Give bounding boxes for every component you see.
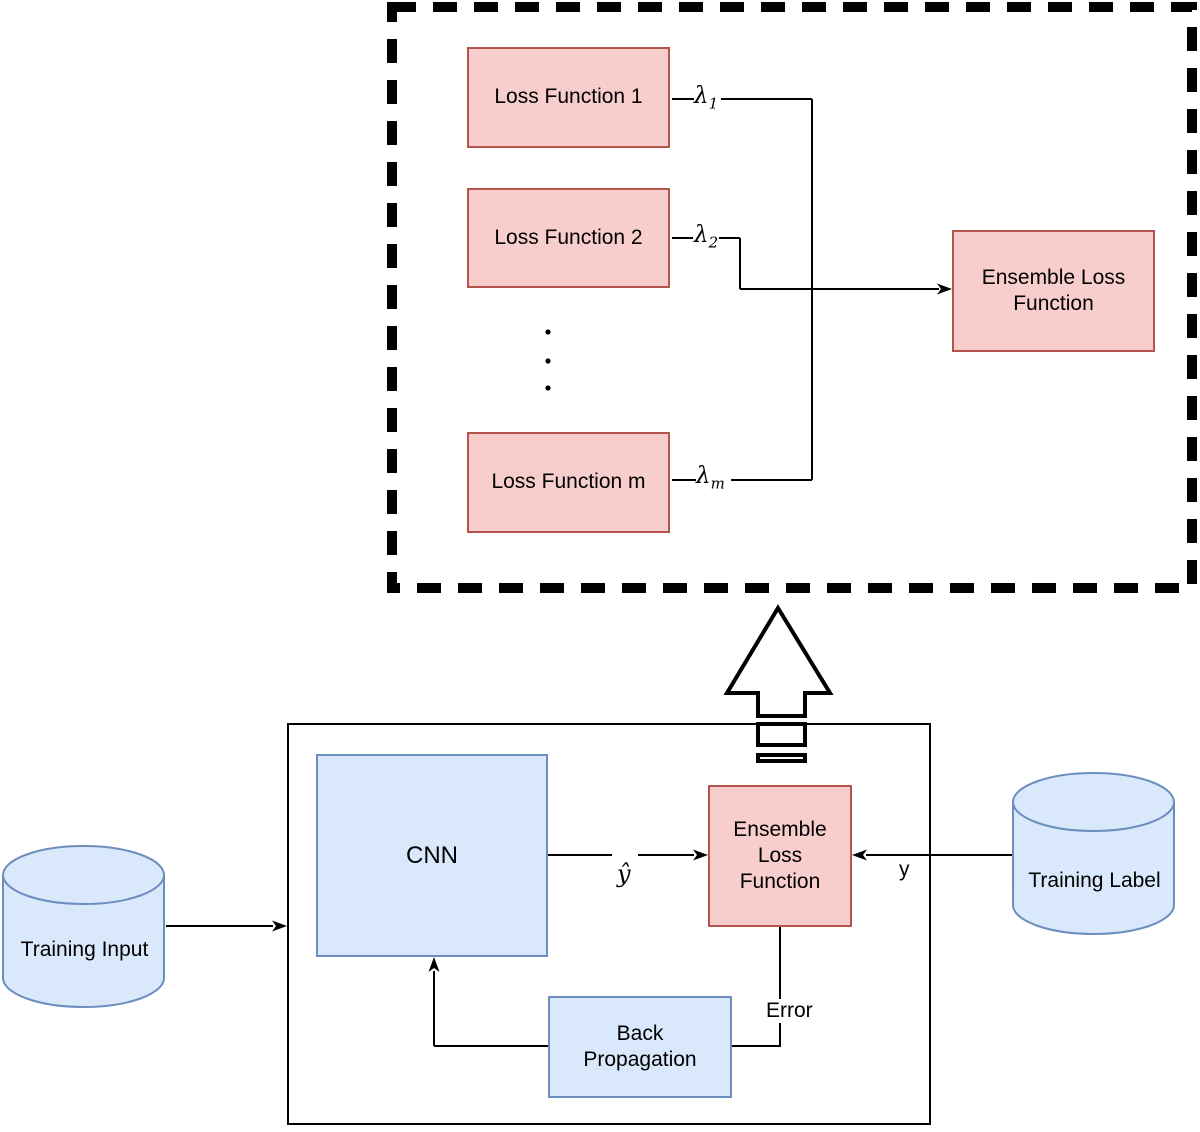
vertical-ellipsis-dots (545, 329, 551, 391)
loss-function-m-box: Loss Function m (467, 432, 670, 533)
loss-function-2-label: Loss Function 2 (494, 225, 643, 249)
y-hat-label: ŷ (617, 860, 631, 888)
cnn-box: CNN (316, 754, 548, 957)
back-propagation-label: Back Propagation (583, 1021, 697, 1071)
ensemble-design-dashed-border (387, 2, 1197, 593)
y-label: y (899, 858, 910, 881)
block-arrow-up (723, 604, 834, 763)
cylinder-shape (1012, 772, 1175, 935)
lambda2-connector (672, 237, 939, 290)
lambda-1-label: λ1 (694, 83, 719, 113)
loss-function-1-box: Loss Function 1 (467, 47, 670, 148)
ensemble-loss-function-design-label: Ensemble Loss Function (981, 265, 1126, 315)
loss-function-2-box: Loss Function 2 (467, 188, 670, 288)
cylinder-shape (2, 845, 165, 1008)
prediction-arrowhead (693, 849, 708, 861)
loss-function-m-label: Loss Function m (491, 470, 646, 494)
ensemble-loss-function-training-label: Ensemble Loss Function (733, 817, 827, 894)
training-label-cylinder (1011, 771, 1178, 937)
ensemble-loss-function-training-box: Ensemble Loss Function (708, 785, 852, 927)
backprop-connector (433, 971, 548, 1047)
cnn-label: CNN (406, 841, 458, 869)
backprop-arrowhead (428, 957, 440, 972)
training-input-arrowhead (272, 920, 287, 932)
ensemble-arrowhead (937, 283, 952, 295)
lambda-m-label: λm (696, 463, 725, 493)
back-propagation-box: Back Propagation (548, 996, 732, 1098)
training-label-label: Training Label (1028, 869, 1161, 892)
ensemble-loss-function-design-box: Ensemble Loss Function (952, 230, 1155, 352)
ground-truth-arrowhead (852, 849, 867, 861)
training-input-label: Training Input (20, 938, 149, 961)
lambda-2-label: λ2 (694, 222, 719, 252)
error-label: Error (763, 999, 816, 1023)
training-input-cylinder (1, 844, 168, 1010)
training-loop-container (287, 723, 931, 1125)
loss-function-1-label: Loss Function 1 (494, 85, 643, 109)
error-connector (732, 927, 781, 1047)
